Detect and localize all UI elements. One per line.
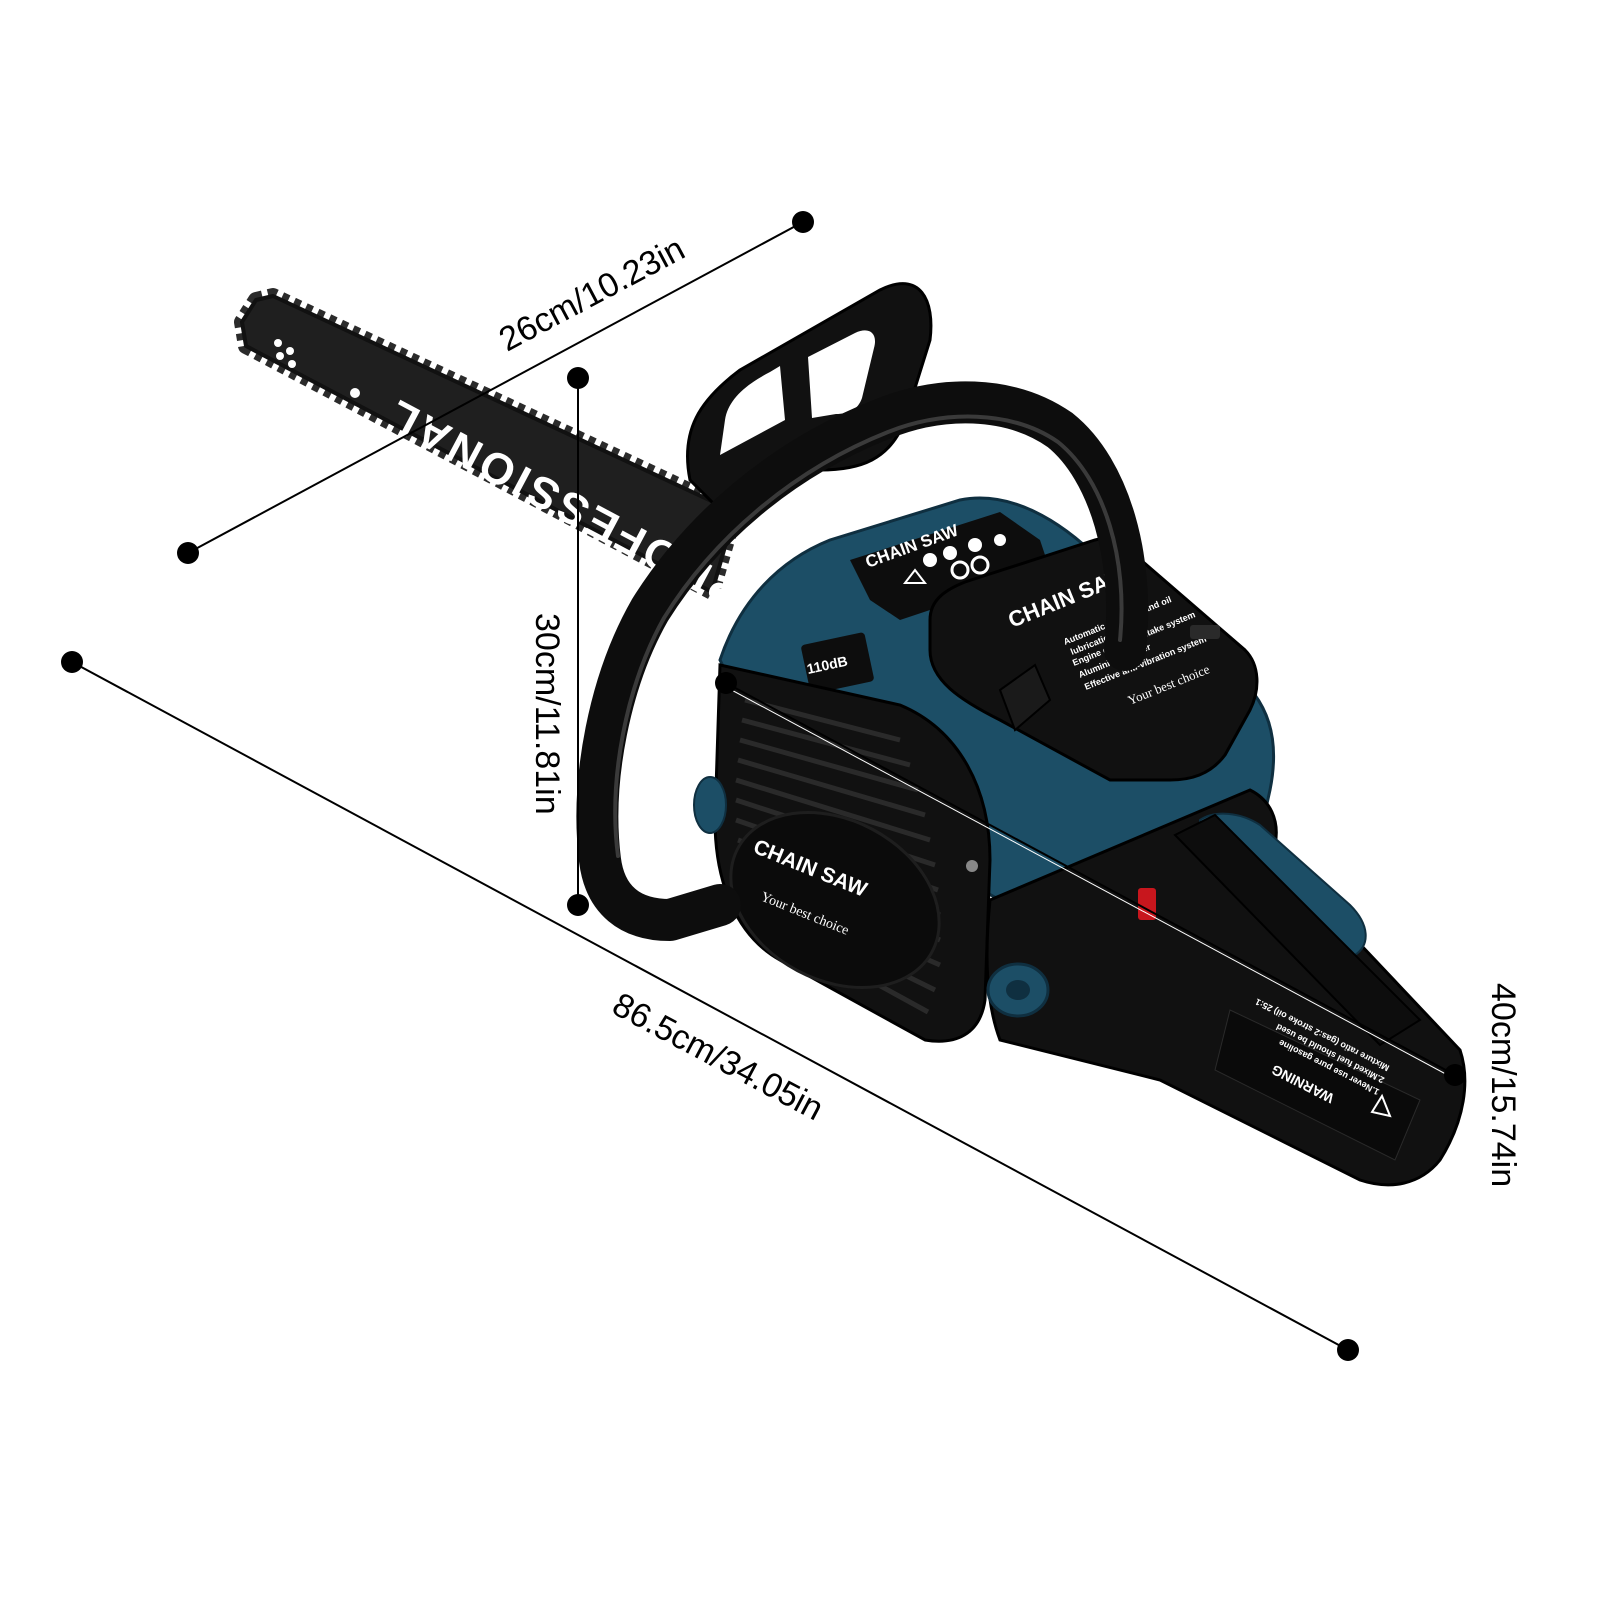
dim-height-label: 30cm/11.81in bbox=[528, 613, 566, 815]
warning-icon bbox=[1370, 1093, 1392, 1118]
front-handle-bar bbox=[576, 381, 1149, 941]
dim-body-length-label: 40cm/15.74in bbox=[1484, 983, 1522, 1187]
dimension-body-length: 40cm/15.74in bbox=[715, 672, 1522, 1187]
dim-bar-length-label: 26cm/10.23in bbox=[493, 230, 691, 359]
rear-handle-loop bbox=[685, 282, 933, 522]
dim-total-length-label: 86.5cm/34.05in bbox=[606, 986, 829, 1129]
dimension-height: 30cm/11.81in bbox=[528, 367, 589, 916]
starter-cover: CHAIN SAW Your best choice bbox=[693, 663, 992, 1043]
